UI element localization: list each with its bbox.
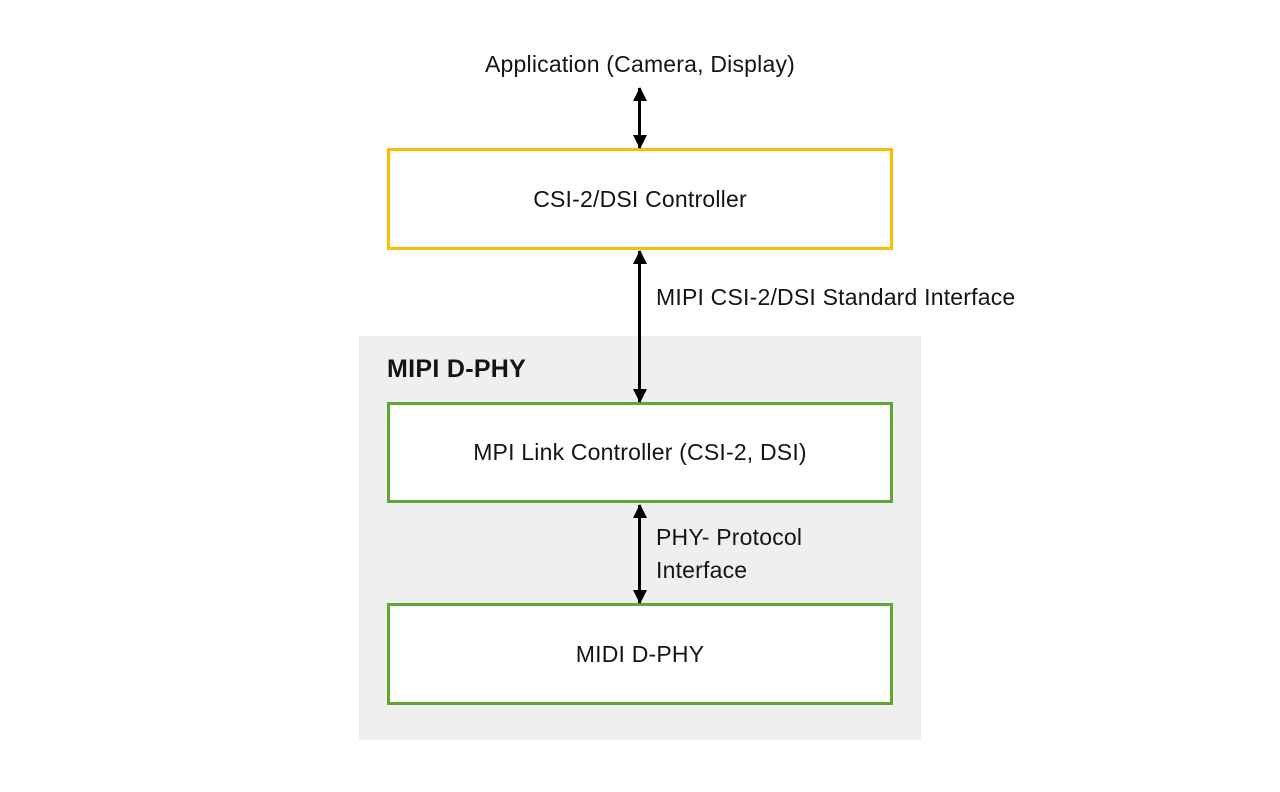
arrow-application-to-controller bbox=[638, 88, 641, 148]
midi-dphy-box-label: MIDI D-PHY bbox=[575, 640, 705, 667]
midi-dphy-box: MIDI D-PHY bbox=[387, 603, 893, 705]
mpi-link-controller-box-label: MPI Link Controller (CSI-2, DSI) bbox=[473, 439, 807, 465]
csi2-dsi-controller-box-label: CSI-2/DSI Controller bbox=[533, 185, 747, 212]
mpi-link-controller-box: MPI Link Controller (CSI-2, DSI) bbox=[387, 402, 893, 503]
phy-protocol-interface-label-line2: Interface bbox=[656, 557, 748, 583]
application-label: Application (Camera, Display) bbox=[484, 51, 796, 77]
phy-protocol-interface-label-line1: PHY- Protocol bbox=[656, 524, 803, 550]
phy-protocol-interface-label: PHY- Protocol Interface bbox=[656, 521, 802, 587]
csi2-dsi-controller-box: CSI-2/DSI Controller bbox=[387, 148, 893, 250]
mipi-standard-interface-label: MIPI CSI-2/DSI Standard Interface bbox=[656, 284, 1016, 310]
arrow-controller-to-link-controller bbox=[638, 251, 641, 402]
arrow-link-controller-to-midi-dphy bbox=[638, 505, 641, 603]
mipi-dphy-container-title: MIPI D-PHY bbox=[387, 355, 527, 383]
